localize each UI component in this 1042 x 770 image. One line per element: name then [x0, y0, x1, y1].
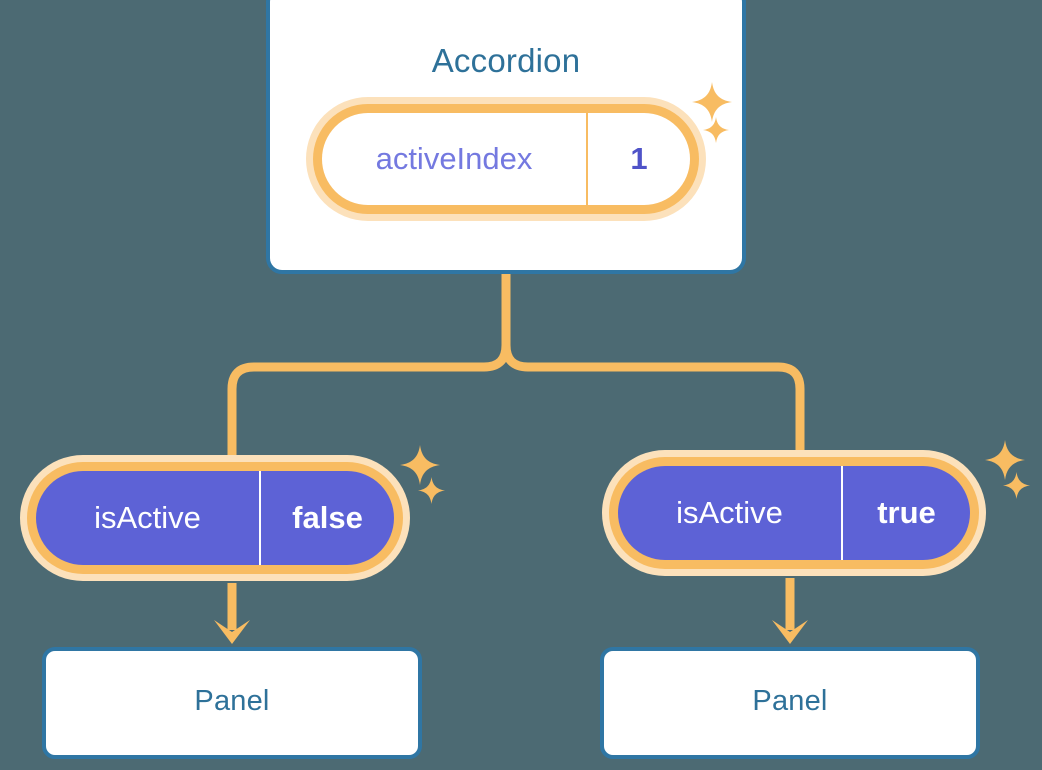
state-pill-ring: isActive false	[27, 462, 403, 574]
state-value-active-index: 1	[630, 141, 648, 176]
state-pill-inner: activeIndex 1	[322, 113, 690, 205]
state-key-is-active-right: isActive	[618, 466, 843, 560]
state-key-active-index: activeIndex	[322, 113, 588, 205]
state-pill-ring: isActive true	[609, 457, 979, 569]
state-pill-is-active-false[interactable]: isActive false	[20, 455, 410, 581]
state-pill-active-index[interactable]: activeIndex 1	[306, 97, 706, 221]
state-pill-is-active-true[interactable]: isActive true	[602, 450, 986, 576]
state-key-is-active-left: isActive	[36, 471, 261, 565]
panel-component-box-right[interactable]: Panel	[600, 647, 980, 759]
panel-title-right: Panel	[752, 685, 828, 717]
accordion-title: Accordion	[431, 42, 581, 79]
state-value-is-active-left: false	[292, 500, 363, 535]
sparkle-large-icon	[985, 440, 1025, 480]
state-value-is-active-right: true	[877, 495, 936, 530]
state-pill-inner: isActive false	[36, 471, 394, 565]
sparkle-small-icon	[418, 477, 445, 504]
panel-title-left: Panel	[194, 685, 270, 717]
sparkle-small-icon	[1003, 472, 1030, 499]
panel-component-box-left[interactable]: Panel	[42, 647, 422, 759]
state-pill-ring: activeIndex 1	[313, 104, 699, 214]
sparkle-large-icon	[400, 445, 440, 485]
state-pill-inner: isActive true	[618, 466, 970, 560]
